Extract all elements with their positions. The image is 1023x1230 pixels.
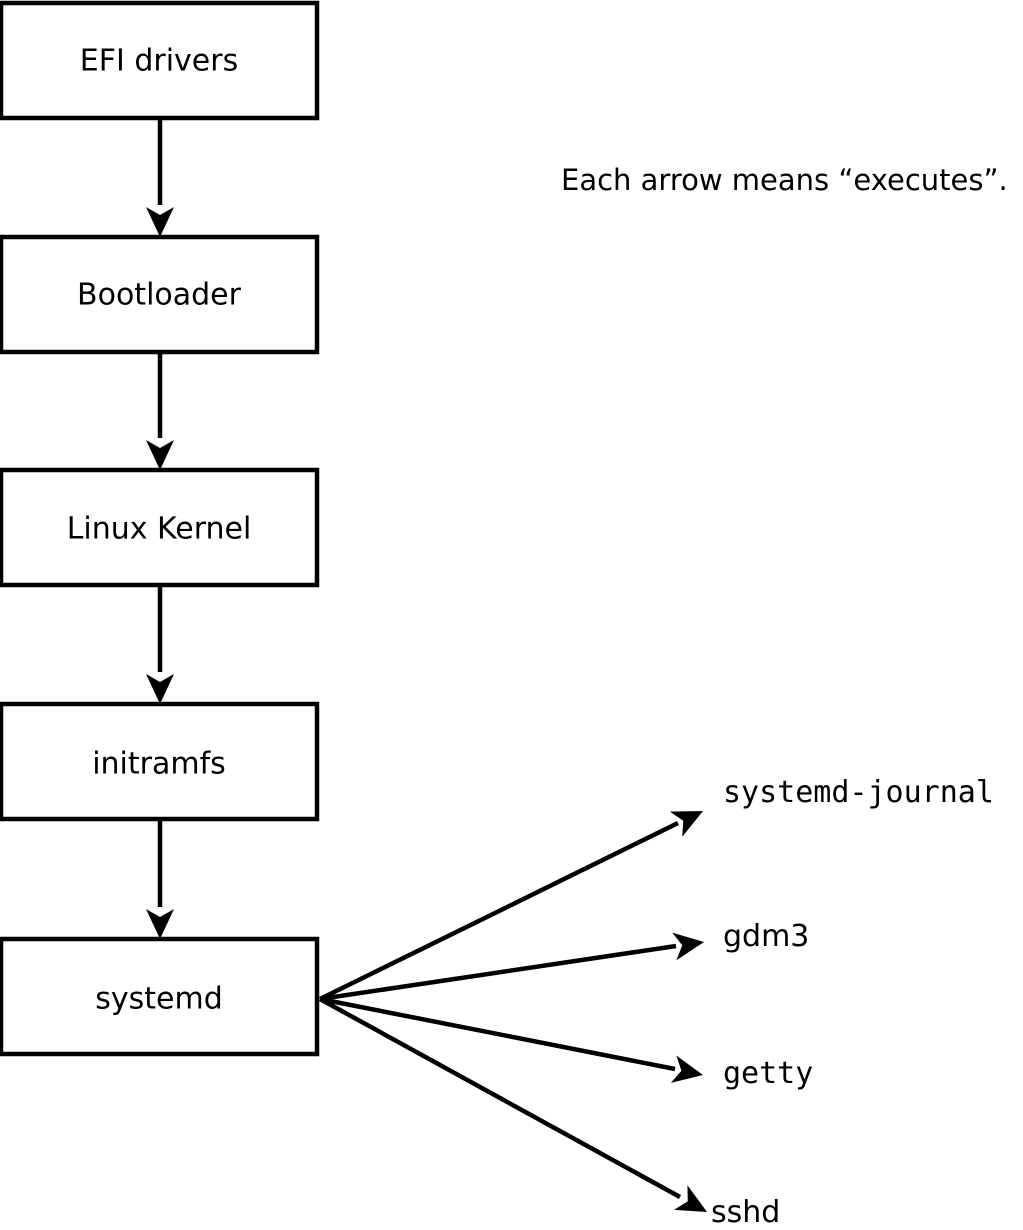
edge-linux-kernel-to-initramfs	[146, 586, 174, 704]
leaf-label-gdm3[interactable]: gdm3	[723, 919, 809, 954]
node-box-systemd[interactable]: systemd	[0, 936, 320, 1057]
node-box-bootloader[interactable]: Bootloader	[0, 234, 320, 355]
node-box-initramfs[interactable]: initramfs	[0, 701, 320, 822]
node-label-linux-kernel: Linux Kernel	[67, 512, 252, 547]
edge-systemd-to-gdm3	[319, 928, 707, 1002]
node-box-efi-drivers[interactable]: EFI drivers	[0, 0, 320, 121]
leaf-label-getty[interactable]: getty	[723, 1056, 813, 1091]
edge-bootloader-to-linux-kernel	[146, 352, 174, 470]
diagram-caption: Each arrow means “executes”.	[561, 163, 1008, 197]
edge-efi-drivers-to-bootloader	[146, 118, 174, 237]
edge-initramfs-to-systemd	[146, 821, 174, 939]
node-box-linux-kernel[interactable]: Linux Kernel	[0, 467, 320, 588]
edge-systemd-to-systemd-journal	[319, 798, 710, 1002]
node-label-bootloader: Bootloader	[77, 278, 242, 313]
leaf-edges-group	[318, 798, 714, 1225]
node-label-initramfs: initramfs	[92, 747, 226, 782]
edge-systemd-to-sshd	[318, 997, 714, 1225]
node-label-efi-drivers: EFI drivers	[80, 44, 238, 79]
leaf-label-systemd-journal[interactable]: systemd-journal	[723, 775, 994, 810]
chain-boxes-group: EFI drivers Bootloader Linux Kernel init…	[0, 0, 320, 1057]
edge-systemd-to-getty	[319, 996, 706, 1089]
chain-edges-group	[146, 118, 174, 939]
leaf-label-sshd[interactable]: sshd	[711, 1195, 780, 1230]
leaf-labels-group: systemd-journal gdm3 getty sshd	[711, 775, 994, 1230]
node-label-systemd: systemd	[95, 982, 223, 1017]
